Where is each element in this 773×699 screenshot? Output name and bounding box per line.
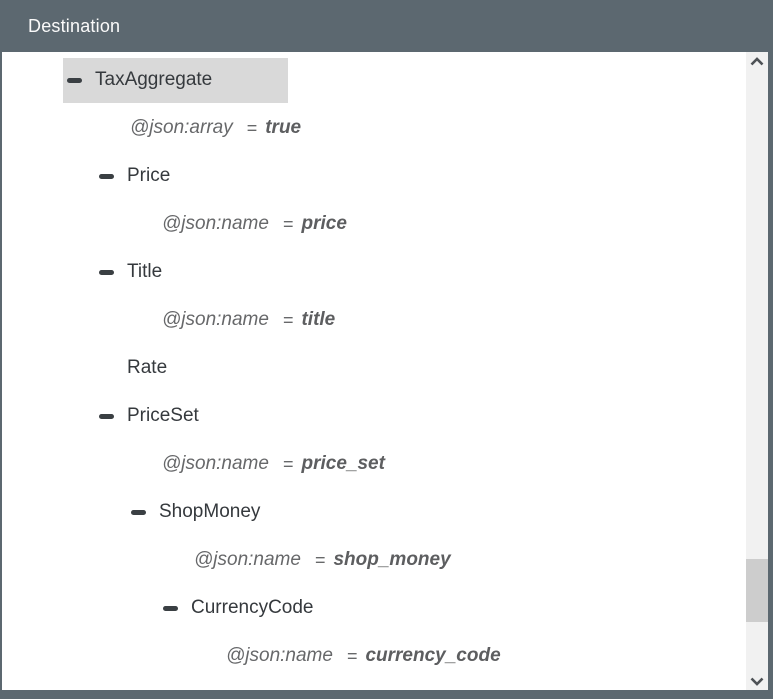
tree-attribute-row[interactable]: @json:name = title xyxy=(0,296,746,344)
attribute-value: price_set xyxy=(301,453,385,474)
tree-node-label: Price xyxy=(127,165,171,186)
tree-node-label: Title xyxy=(127,261,163,282)
collapse-icon[interactable] xyxy=(67,77,82,83)
panel-bottom-border xyxy=(0,690,773,699)
equals-sign: = xyxy=(346,645,358,666)
tree-node[interactable]: Price xyxy=(95,154,246,199)
tree-node-row[interactable]: ShopMoney xyxy=(0,488,746,536)
tree-node-row[interactable]: Title xyxy=(0,248,746,296)
panel-left-border xyxy=(0,52,2,699)
collapse-icon[interactable] xyxy=(99,173,114,179)
collapse-icon[interactable] xyxy=(99,413,114,419)
scrollbar-down-button[interactable] xyxy=(746,672,768,690)
tree-node[interactable]: TaxAggregate xyxy=(63,57,289,103)
tree-attribute-row[interactable]: @json:name = shop_money xyxy=(0,536,746,584)
tree-node-row[interactable]: Price xyxy=(0,152,746,200)
tree-node-label: Rate xyxy=(127,357,168,378)
equals-sign: = xyxy=(282,309,294,330)
collapse-icon[interactable] xyxy=(131,509,146,515)
tree-node[interactable]: PriceSet xyxy=(95,394,275,439)
tree-attribute-row[interactable]: @json:name = price_set xyxy=(0,440,746,488)
scrollbar-thumb[interactable] xyxy=(746,559,768,622)
attribute-value: currency_code xyxy=(365,645,501,666)
tree-node[interactable]: CurrencyCode xyxy=(159,586,390,631)
equals-sign: = xyxy=(246,117,258,138)
tree-attribute-row[interactable]: @json:name = currency_code xyxy=(0,632,746,680)
tree-attribute-row[interactable]: @json:array = true xyxy=(0,104,746,152)
attribute-name: @json:name xyxy=(162,453,269,474)
tree-node-label: TaxAggregate xyxy=(95,69,213,90)
collapse-icon[interactable] xyxy=(99,269,114,275)
chevron-up-icon xyxy=(750,56,764,65)
attribute-value: price xyxy=(301,213,347,234)
panel-right-border xyxy=(768,52,773,699)
attribute-value: title xyxy=(301,309,336,330)
equals-sign: = xyxy=(282,213,294,234)
attribute-name: @json:name xyxy=(162,213,269,234)
tree-node[interactable]: Rate xyxy=(95,346,243,391)
attribute-value: true xyxy=(265,117,302,138)
panel-header: Destination xyxy=(0,0,773,52)
equals-sign: = xyxy=(314,549,326,570)
tree-node-label: ShopMoney xyxy=(159,501,261,522)
tree-node-row[interactable]: TaxAggregate xyxy=(0,56,746,104)
attribute-name: @json:array xyxy=(130,117,233,138)
collapse-icon[interactable] xyxy=(163,605,178,611)
tree-node-label: CurrencyCode xyxy=(191,597,314,618)
attribute-value: shop_money xyxy=(333,549,451,570)
tree-node-label: PriceSet xyxy=(127,405,199,426)
scrollbar-up-button[interactable] xyxy=(746,52,768,70)
attribute-name: @json:name xyxy=(162,309,269,330)
tree-node[interactable]: Title xyxy=(95,250,238,295)
tree-node-row[interactable]: CurrencyCode xyxy=(0,584,746,632)
tree-node-row[interactable]: PriceSet xyxy=(0,392,746,440)
equals-sign: = xyxy=(282,453,294,474)
tree-node[interactable]: ShopMoney xyxy=(127,490,336,535)
attribute-name: @json:name xyxy=(226,645,333,666)
attribute-name: @json:name xyxy=(194,549,301,570)
chevron-down-icon xyxy=(750,677,764,686)
panel-title: Destination xyxy=(28,15,121,36)
tree-attribute-row[interactable]: @json:name = price xyxy=(0,200,746,248)
vertical-scrollbar[interactable] xyxy=(746,52,768,690)
tree-node-row[interactable]: Rate xyxy=(0,344,746,392)
